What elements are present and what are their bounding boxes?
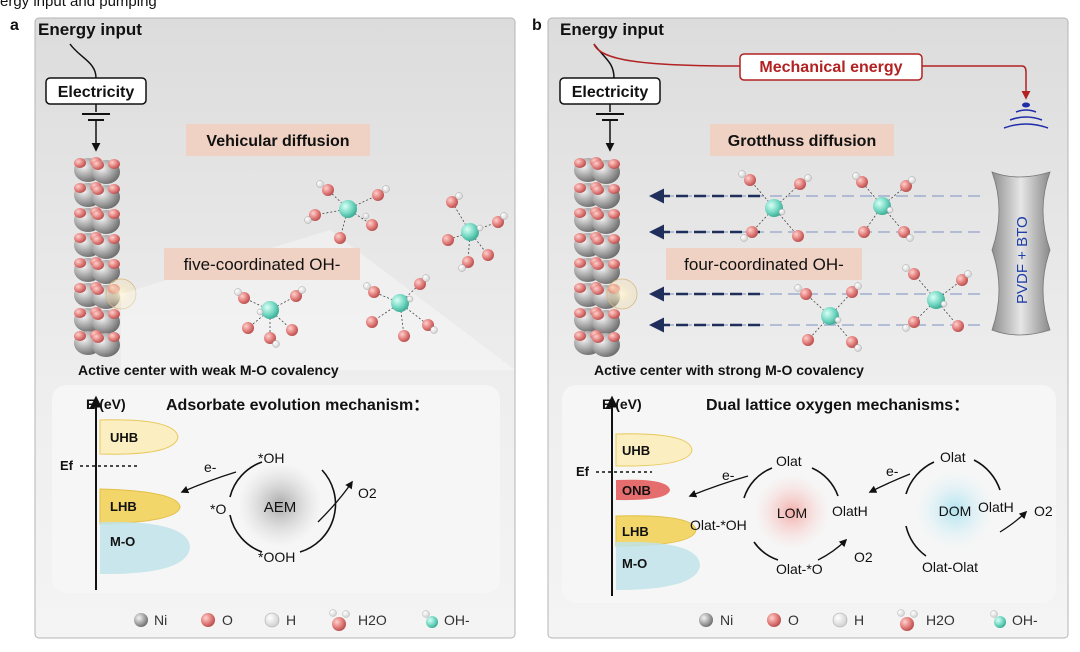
panel-a-oh-cluster: [234, 180, 508, 348]
panel-b-dom-top: Olat: [940, 449, 966, 465]
header-text: ergy input and pumping: [0, 0, 157, 10]
panel-b-band-onb: ONB: [622, 483, 651, 498]
panel-b-onb-band: [616, 479, 670, 501]
panel-a-cycle-left: *O: [210, 501, 226, 517]
panel-a-band-uhb: UHB: [110, 430, 138, 445]
panel-b-mechanism-title: Dual lattice oxygen mechanisms：: [706, 397, 969, 414]
legend-b-oh-label: OH-: [1012, 612, 1038, 628]
panel-b-mechanical-wire: [593, 43, 741, 67]
wave-icon: [1003, 123, 1049, 129]
panel-a-cycle-center: AEM: [264, 499, 297, 516]
legend-ni-icon: [134, 613, 148, 627]
panel-b-lom-glow: [754, 474, 830, 550]
legend-oh-label: OH-: [444, 612, 470, 628]
panel-a-product: O2: [358, 485, 377, 501]
panel-b-lom-product: O2: [854, 549, 873, 565]
panel-b-lom-arc: [811, 467, 839, 497]
legend-b-h2o-icon: [900, 617, 914, 631]
panel-b-band-lhb: LHB: [622, 524, 649, 539]
legend-ni-label: Ni: [154, 612, 167, 628]
panel-a-energy-input: Energy input: [38, 20, 142, 39]
panel-a-active-spot: [105, 278, 137, 310]
pvdf-film: [991, 171, 1051, 336]
panel-b-device-label: PVDF + BTO: [1014, 216, 1031, 304]
panel-b-proton-arrows: [649, 188, 980, 333]
panel-b-diffusion: Grotthuss diffusion: [728, 133, 876, 150]
panel-b-dom-product: O2: [1034, 503, 1053, 519]
panel-a-axis-label: E (eV): [86, 396, 126, 412]
panel-a-diffusion-box: [186, 124, 370, 156]
panel-a: a Energy input Electricity Vehicular dif…: [10, 17, 516, 639]
panel-b-lom-electron: e-: [722, 467, 735, 483]
panel-a-fermi-label: Ef: [60, 458, 74, 473]
panel-b-electricity: Electricity: [572, 84, 649, 101]
panel-a-electron: e-: [204, 459, 217, 475]
panel-b-band-mo: M-O: [622, 556, 647, 571]
panel-a-coordination: five-coordinated OH-: [184, 255, 341, 274]
panel-b-mechanical-box: [739, 53, 923, 81]
panel-a-band-mo: M-O: [110, 534, 135, 549]
panel-a-legend: Ni O H H2O OH-: [134, 609, 470, 631]
legend-b-ni-label: Ni: [720, 612, 733, 628]
panel-b-dom-arc: [973, 459, 1001, 491]
legend-b-o-label: O: [788, 612, 799, 628]
panel-b-active-spot: [606, 278, 638, 310]
panel-b-mo-band: [616, 541, 700, 590]
panel-b-legend: Ni O H H2O OH-: [699, 609, 1038, 631]
panel-b-dom-bottom: Olat-Olat: [922, 559, 978, 575]
panel-b-uhb-band: [615, 433, 693, 467]
legend-b-ni-icon: [699, 613, 713, 627]
legend-b-o-icon: [767, 613, 781, 627]
panel-b-energy-input: Energy input: [560, 20, 664, 39]
panel-b-lom-bottom: Olat-*O: [776, 561, 823, 577]
legend-o-icon: [201, 613, 215, 627]
panel-b-lom-top: Olat: [776, 453, 802, 469]
legend-b-h2o-label: H2O: [926, 612, 955, 628]
panel-b-mechanical: Mechanical energy: [759, 59, 902, 76]
panel-a-diffusion: Vehicular diffusion: [206, 133, 349, 150]
panel-b-active-center: Active center with strong M-O covalency: [594, 362, 864, 378]
panel-b-coordination: four-coordinated OH-: [684, 255, 844, 274]
panel-a-active-center: Active center with weak M-O covalency: [78, 362, 339, 378]
panel-b-lom-center: LOM: [777, 505, 807, 521]
legend-o-label: O: [222, 612, 233, 628]
panel-a-mechanism-title: Adsorbate evolution mechanism：: [166, 397, 429, 414]
panel-b-dom-glow: [915, 470, 995, 550]
panel-a-cycle-top: *OH: [258, 450, 284, 466]
panel-b-letter: b: [532, 17, 542, 34]
panel-a-electricity: Electricity: [58, 84, 135, 101]
panel-b-dom-center: DOM: [939, 503, 972, 519]
legend-h2o-label: H2O: [358, 612, 387, 628]
panel-a-mo-band: [100, 521, 190, 575]
panel-b-axis-label: E (eV): [602, 396, 642, 412]
panel-a-aem-glow: [238, 463, 322, 547]
legend-h-label: H: [286, 612, 296, 628]
panel-a-coordination-box: [164, 248, 360, 280]
panel-b-dom-electron: e-: [886, 463, 899, 479]
panel-b-pvdf-device: PVDF + BTO: [991, 102, 1051, 336]
panel-a-cycle-arc: [299, 469, 337, 553]
panel-a-letter: a: [10, 17, 19, 34]
panel-b-dom-right: OlatH: [978, 499, 1014, 515]
panel-a-band-lhb: LHB: [110, 499, 137, 514]
panel-a-cycle-bottom: *OOH: [258, 549, 295, 565]
legend-oh-icon: [426, 616, 438, 628]
panel-b-lom-left: Olat-*OH: [690, 517, 747, 533]
panel-b-band-uhb: UHB: [622, 443, 650, 458]
legend-h2o-icon: [332, 617, 346, 631]
panel-a-uhb-band: [99, 419, 179, 455]
legend-b-h-icon: [832, 612, 848, 628]
panel-a-wire: [69, 43, 97, 79]
panel-b: b Energy input Mechanical energy Electri…: [532, 17, 1069, 639]
legend-h-icon: [264, 612, 280, 628]
panel-b-oh-cluster: [738, 170, 972, 352]
legend-b-oh-icon: [994, 616, 1006, 628]
panel-b-fermi-label: Ef: [576, 464, 590, 479]
panel-b-lom-right: OlatH: [832, 503, 868, 519]
panel-b-diffusion-box: [710, 124, 894, 156]
panel-b-coordination-box: [666, 248, 862, 280]
legend-b-h-label: H: [854, 612, 864, 628]
